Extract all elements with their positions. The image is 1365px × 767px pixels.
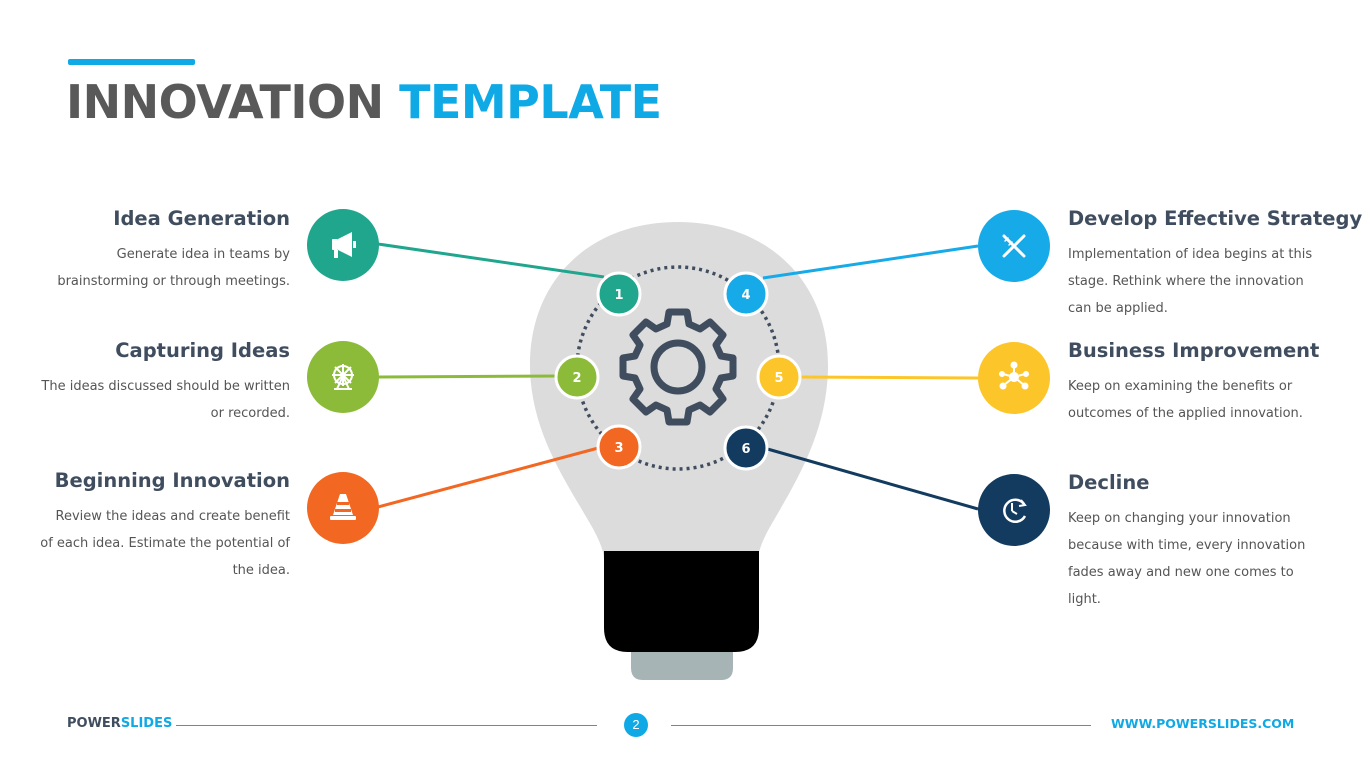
node-1: 1: [596, 271, 642, 317]
connector-line-3: [377, 445, 603, 509]
step-desc-3: Review the ideas and create benefit of e…: [40, 509, 290, 578]
icon-circle-3: [307, 472, 379, 544]
footer-brand: POWERSLIDES: [67, 716, 172, 731]
title-part-1: INNOVATION: [66, 75, 384, 129]
step-desc-2: The ideas discussed should be written or…: [41, 379, 290, 421]
connector-line-2: [377, 374, 561, 379]
step-desc-6: Keep on changing your innovation because…: [1068, 511, 1306, 607]
node-6: 6: [723, 425, 769, 471]
icon-circle-1: [307, 209, 379, 281]
node-3: 3: [596, 424, 642, 470]
step-title-6: Decline: [1068, 471, 1150, 494]
step-title-4: Develop Effective Strategy: [1068, 207, 1363, 230]
bulb-tip: [631, 652, 733, 680]
ferris-wheel-icon: [332, 364, 354, 390]
bulb-base: [604, 551, 759, 652]
node-number-2: 2: [572, 371, 581, 386]
footer-line-left: [176, 725, 597, 726]
step-desc-4: Implementation of idea begins at this st…: [1068, 247, 1313, 316]
node-number-4: 4: [741, 288, 750, 303]
node-5: 5: [756, 354, 802, 400]
slide-title: INNOVATION TEMPLATE: [66, 74, 662, 130]
step-desc-5: Keep on examining the benefits or outcom…: [1068, 379, 1303, 421]
step-title-5: Business Improvement: [1068, 339, 1320, 362]
footer-line-right: [671, 725, 1091, 726]
pencil-ruler-icon: [1002, 234, 1026, 258]
footer-url[interactable]: WWW.POWERSLIDES.COM: [1111, 716, 1295, 731]
network-icon: [999, 361, 1029, 390]
traffic-cone-icon: [330, 494, 356, 520]
connector-line-1: [377, 242, 605, 279]
brand-part-2: SLIDES: [120, 716, 173, 731]
node-2: 2: [554, 354, 600, 400]
connector-line-6: [763, 446, 979, 511]
step-title-3: Beginning Innovation: [54, 469, 290, 492]
page-number: 2: [624, 713, 648, 737]
title-part-2: TEMPLATE: [399, 75, 662, 129]
icon-circle-4: [978, 210, 1050, 282]
brand-part-1: POWER: [67, 716, 121, 731]
node-number-3: 3: [614, 441, 623, 456]
node-number-5: 5: [774, 371, 783, 386]
connector-line-5: [797, 375, 979, 380]
icon-circle-5: [978, 342, 1050, 414]
title-accent-bar: [68, 59, 195, 65]
node-4: 4: [723, 271, 769, 317]
gear-icon: [619, 308, 737, 426]
step-title-1: Idea Generation: [113, 207, 290, 230]
icon-circle-2: [307, 341, 379, 413]
light-bulb: [530, 222, 828, 680]
step-desc-1: Generate idea in teams by brainstorming …: [57, 247, 290, 289]
node-number-1: 1: [614, 288, 623, 303]
node-number-6: 6: [741, 442, 750, 457]
icon-circle-6: [978, 474, 1050, 546]
step-title-2: Capturing Ideas: [115, 339, 290, 362]
connector-line-4: [762, 244, 979, 280]
megaphone-icon: [332, 232, 356, 258]
24-hour-icon: [1003, 498, 1027, 523]
